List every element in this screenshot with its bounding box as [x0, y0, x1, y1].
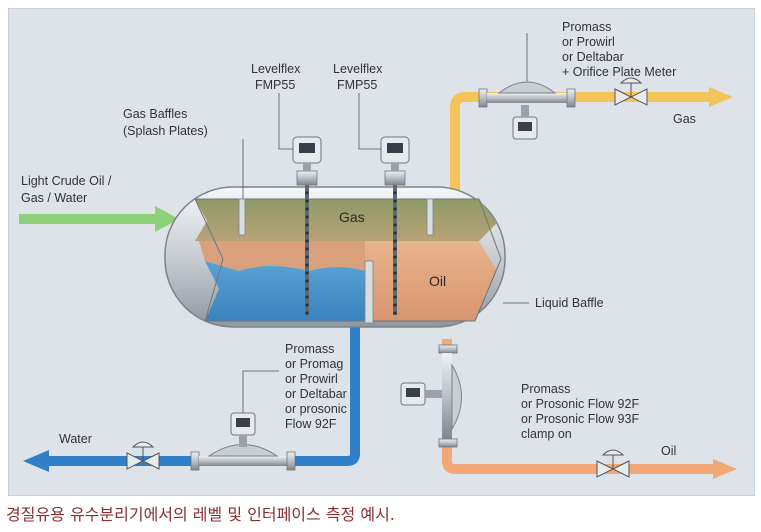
- probe-dot: [393, 279, 397, 283]
- water-outlet-label: Water: [59, 432, 92, 446]
- probe-dot: [393, 303, 397, 307]
- water-meter-label-line3: or Prowirl: [285, 372, 338, 386]
- probe-dot: [305, 191, 309, 195]
- gas-baffles-label-line2: (Splash Plates): [123, 124, 208, 138]
- emulsion-band: [199, 241, 365, 271]
- levelflex1-label-line1: Levelflex: [251, 62, 301, 76]
- probe-dot: [305, 247, 309, 251]
- water-zone: [205, 261, 365, 321]
- inlet-arrow-head: [155, 206, 179, 232]
- gas-meter-label-line3: or Deltabar: [562, 50, 624, 64]
- liquid-baffle: [364, 260, 374, 324]
- water-meter-label-line5: or prosonic: [285, 402, 347, 416]
- oil-outlet-label: Oil: [661, 444, 676, 458]
- probe-dot: [305, 215, 309, 219]
- probe-dot: [393, 191, 397, 195]
- oil-zone: [365, 241, 497, 321]
- inlet-arrow-body: [19, 214, 155, 224]
- oil-pipe: [442, 339, 713, 474]
- probe-dot: [393, 271, 397, 275]
- gas-pipe: [450, 92, 709, 191]
- oil-flow-meter: [400, 344, 462, 448]
- figure-caption: 경질유용 유수분리기에서의 레벨 및 인터페이스 측정 예시.: [6, 505, 395, 524]
- probe-dot: [393, 239, 397, 243]
- probe-dot: [393, 199, 397, 203]
- levelflex1-label-line2: FMP55: [255, 78, 295, 92]
- probe-dot: [305, 199, 309, 203]
- vessel-gas-label: Gas: [339, 209, 365, 225]
- oil-meter-label-line2: or Prosonic Flow 92F: [521, 397, 639, 411]
- inlet-label-line1: Light Crude Oil /: [21, 174, 112, 188]
- probe-dot: [305, 207, 309, 211]
- probe-dot: [393, 255, 397, 259]
- probe-dot: [305, 303, 309, 307]
- oil-valve: [596, 449, 630, 478]
- diagram-canvas: Light Crude Oil / Gas / Water Gas Baffle…: [8, 8, 755, 496]
- gas-valve: [614, 77, 648, 106]
- probe-dot: [305, 311, 309, 315]
- probe-dots: [305, 191, 397, 315]
- water-valve: [126, 441, 160, 470]
- leader-lines: [242, 33, 529, 413]
- probe-dot: [393, 247, 397, 251]
- gas-baffle-right: [426, 198, 434, 236]
- water-meter-label-line4: or Deltabar: [285, 387, 347, 401]
- probe-dot: [393, 287, 397, 291]
- probe-dot: [393, 223, 397, 227]
- levelflex-transmitter-1: [292, 136, 322, 171]
- gas-meter-label-line2: or Prowirl: [562, 35, 615, 49]
- water-meter-label-line6: Flow 92F: [285, 417, 337, 431]
- gas-outlet-label: Gas: [673, 112, 696, 126]
- levelflex2-label-line2: FMP55: [337, 78, 377, 92]
- probe-dot: [305, 287, 309, 291]
- gas-baffles-label-line1: Gas Baffles: [123, 107, 187, 121]
- oil-outlet-arrow: [713, 459, 737, 479]
- water-meter-label-line1: Promass: [285, 342, 334, 356]
- water-outlet-arrow: [23, 450, 49, 472]
- probe-dot: [305, 271, 309, 275]
- vessel-inner-outline: [194, 198, 502, 322]
- separator-diagram: Light Crude Oil / Gas / Water Gas Baffle…: [19, 20, 737, 479]
- probe-dot: [393, 215, 397, 219]
- probe-dot: [305, 255, 309, 259]
- probe-dot: [305, 223, 309, 227]
- gas-outlet-arrow: [709, 87, 733, 107]
- oil-meter-label-line1: Promass: [521, 382, 570, 396]
- water-pipe: [49, 324, 360, 466]
- water-meter-label-line2: or Promag: [285, 357, 343, 371]
- probe-dot: [393, 311, 397, 315]
- levelflex2-label-line1: Levelflex: [333, 62, 383, 76]
- probe-dot: [305, 279, 309, 283]
- probe-dot: [305, 263, 309, 267]
- probe-dot: [305, 239, 309, 243]
- probe-dot: [393, 263, 397, 267]
- oil-meter-label-line4: clamp on: [521, 427, 572, 441]
- gas-meter-label-line4: + Orifice Plate Meter: [562, 65, 676, 79]
- probe-dot: [393, 231, 397, 235]
- gas-meter-label-line1: Promass: [562, 20, 611, 34]
- gas-flow-meter: [478, 81, 576, 140]
- probe-dot: [305, 231, 309, 235]
- gas-zone: [195, 199, 497, 241]
- inlet-label-line2: Gas / Water: [21, 191, 87, 205]
- vessel-oil-label: Oil: [429, 273, 446, 289]
- oil-meter-label-line3: or Prosonic Flow 93F: [521, 412, 639, 426]
- probe-dot: [305, 295, 309, 299]
- probe-dot: [393, 207, 397, 211]
- probe-dot: [393, 295, 397, 299]
- water-flow-meter: [190, 412, 296, 471]
- liquid-baffle-label: Liquid Baffle: [535, 296, 604, 310]
- gas-baffle-left: [238, 198, 246, 236]
- levelflex-transmitter-2: [380, 136, 410, 171]
